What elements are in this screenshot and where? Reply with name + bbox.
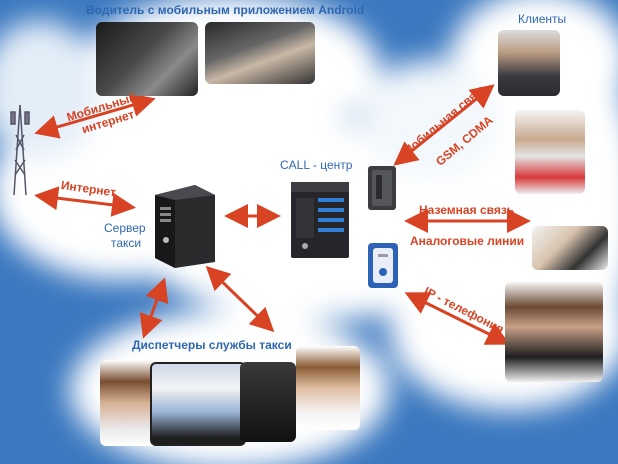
arrow-mobile-internet (34, 93, 156, 139)
driver-photo-1 (96, 22, 198, 96)
server-tower-icon (155, 185, 215, 268)
landline-label: Наземная связь (419, 203, 515, 217)
voip-gateway-icon (368, 243, 398, 288)
arrow-ip-telephony (404, 292, 511, 345)
arrow-dispatcher-right (205, 265, 275, 333)
arrow-mobile-link (393, 84, 495, 166)
drivers-title: Водитель с мобильным приложением Android (86, 3, 365, 17)
server-title-line2: такси (111, 236, 142, 250)
client-photo-woman-laptop (515, 110, 585, 194)
call-center-title: CALL - центр (280, 158, 353, 172)
call-center-server-icon (291, 182, 349, 258)
analog-lines-label: Аналоговые линии (410, 234, 525, 248)
dispatcher-monitor (150, 362, 246, 446)
dispatcher-monitor-2 (240, 362, 296, 442)
connection-arrows (34, 84, 531, 345)
dispatcher-photo-right (296, 346, 360, 430)
arrow-internet (34, 186, 136, 217)
client-photo-phone (532, 226, 608, 270)
gsm-gateway-icon (368, 166, 396, 210)
driver-photo-2 (205, 22, 315, 84)
dispatchers-title: Диспетчеры службы такси (132, 338, 292, 352)
clients-title: Клиенты (518, 12, 567, 26)
client-photo-woman-tablet (505, 282, 603, 382)
cell-tower-icon (10, 104, 30, 196)
arrow-dispatcher-left (139, 277, 169, 339)
server-title-line1: Сервер (104, 221, 146, 235)
client-photo-man (498, 30, 560, 96)
